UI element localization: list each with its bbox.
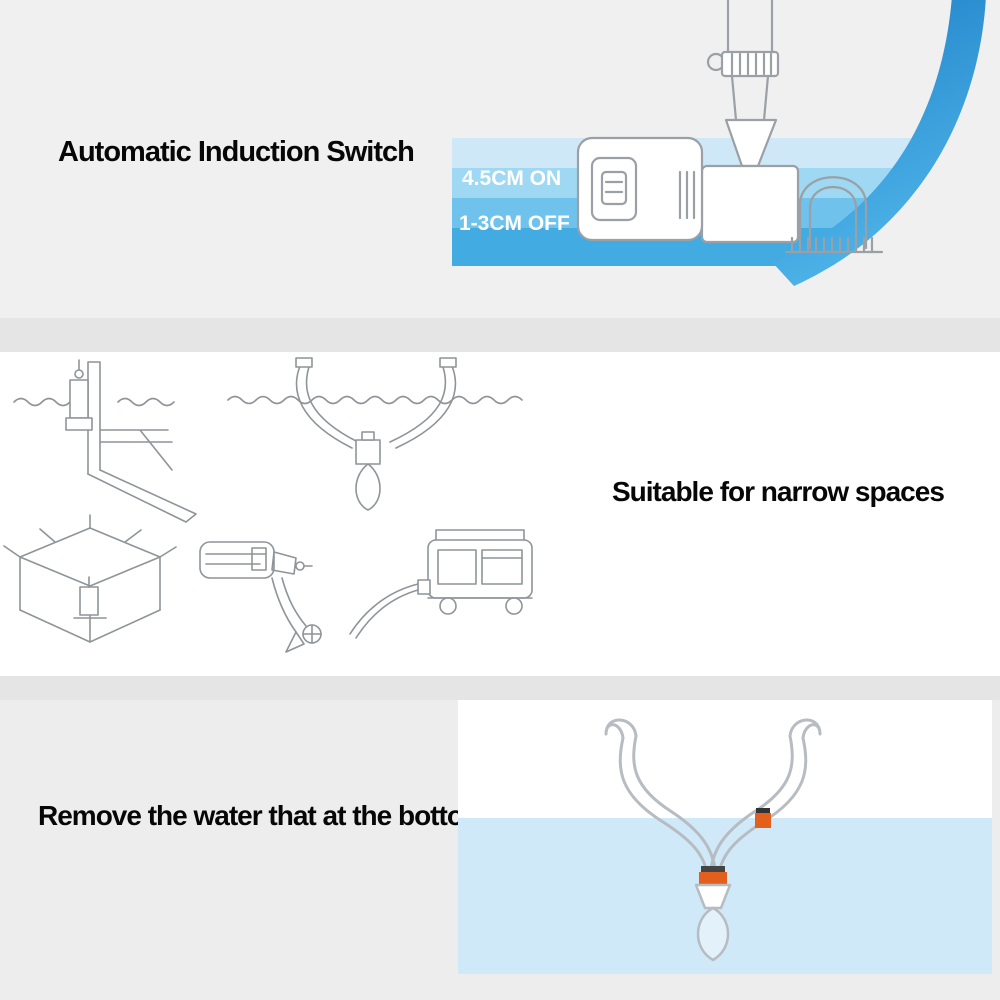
rail-clamp-cap: [756, 808, 770, 814]
sketch-wall-mount: [13, 359, 197, 523]
pump-body: [576, 136, 704, 242]
rail-clamp: [755, 808, 771, 828]
boat-hull: [772, 0, 986, 286]
water-level-on-label: 4.5CM ON: [462, 167, 562, 190]
right-hook: [788, 718, 822, 740]
sketch-pump: [69, 379, 89, 419]
sketch-hanging-bracket: [227, 357, 523, 511]
bottom-illustration-panel: [458, 700, 992, 974]
pump-assembly: [694, 866, 732, 962]
bracket-rails: [604, 718, 822, 882]
strainer-bracket: [784, 176, 884, 254]
pump-grille: [678, 170, 696, 220]
sketch-hose: [349, 583, 419, 639]
sketch-box-pump: [79, 586, 99, 616]
section-divider: [0, 676, 1000, 700]
pump-clamp: [699, 872, 727, 885]
section-divider: [0, 318, 1000, 352]
water-level-off-label: 1-3CM OFF: [459, 212, 570, 235]
section-narrow-spaces: Suitable for narrow spaces: [0, 352, 1000, 676]
installation-sketches: [3, 357, 533, 653]
pump-cap: [701, 866, 725, 874]
down-pipe: [706, 0, 780, 168]
water-stripe-1: [452, 138, 984, 168]
pump-line-art: [576, 0, 884, 254]
section2-title: Suitable for narrow spaces: [612, 476, 945, 507]
section-bottom-water: Remove the water that at the bottom: [0, 700, 1000, 1000]
background-cover: [794, 0, 1000, 286]
section-induction-switch: Automatic Induction Switch 4.5CM ON 1-3C…: [0, 0, 1000, 318]
boat-pump-illustration: [452, 0, 1000, 286]
sketch-pump-block: [355, 439, 381, 465]
sketch-outboard-motor: [199, 541, 322, 653]
pump-housing: [700, 164, 800, 244]
pump-bulb: [696, 906, 730, 962]
section3-title: Remove the water that at the bottom: [38, 800, 488, 831]
left-hook: [604, 718, 638, 740]
rail-clamp-body: [755, 813, 771, 828]
sketch-generator: [349, 529, 533, 639]
pump-funnel: [694, 883, 732, 910]
sketch-pump-bulb: [355, 463, 381, 511]
bottom-water-illustration: [458, 718, 992, 974]
section1-title: Automatic Induction Switch: [58, 136, 415, 168]
sketch-open-box: [3, 514, 177, 643]
